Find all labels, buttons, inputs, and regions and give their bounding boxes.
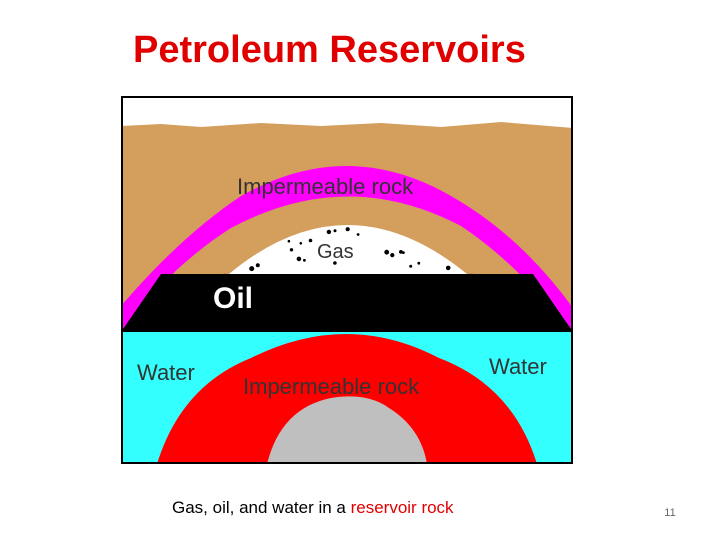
gas-bubble	[249, 266, 255, 272]
gas-bubble	[287, 239, 291, 243]
gas-bubble	[399, 250, 403, 254]
caption-highlight: reservoir rock	[350, 498, 454, 517]
gas-bubble	[303, 258, 306, 262]
reservoir-diagram: Impermeable rock Gas Oil Water Water Imp…	[121, 96, 573, 464]
page-number: 11	[664, 507, 676, 519]
gas-bubble	[333, 229, 337, 233]
label-upper-impermeable: Impermeable rock	[237, 174, 414, 199]
gas-bubble	[326, 229, 332, 235]
gas-bubble	[333, 261, 337, 265]
gas-bubble	[356, 233, 360, 236]
gas-bubble	[345, 227, 350, 232]
caption-text: Gas, oil, and water in a	[172, 498, 351, 517]
label-water-right: Water	[489, 354, 547, 379]
gas-bubble	[296, 256, 302, 262]
gas-bubbles	[249, 227, 451, 272]
gas-zone	[229, 225, 467, 274]
cap-rock-layer	[121, 166, 573, 336]
gas-bubble	[299, 242, 303, 245]
label-lower-impermeable: Impermeable rock	[243, 374, 420, 399]
gas-bubble	[384, 249, 390, 255]
gas-bubble	[289, 248, 294, 252]
slide-title: Petroleum Reservoirs	[133, 29, 526, 71]
rock-core	[267, 396, 427, 464]
gas-bubble	[390, 253, 395, 258]
label-oil: Oil	[213, 282, 253, 315]
gas-bubble	[445, 265, 451, 271]
diagram-frame	[121, 96, 573, 464]
label-gas: Gas	[317, 241, 354, 263]
label-water-left: Water	[137, 360, 195, 385]
reservoir-cross-section: Impermeable rock Gas Oil Water Water Imp…	[121, 96, 573, 464]
gas-bubble	[417, 261, 421, 265]
gas-bubble	[308, 238, 313, 243]
oil-band	[121, 274, 573, 332]
gas-bubble	[255, 263, 260, 268]
gas-bubble	[409, 264, 413, 268]
